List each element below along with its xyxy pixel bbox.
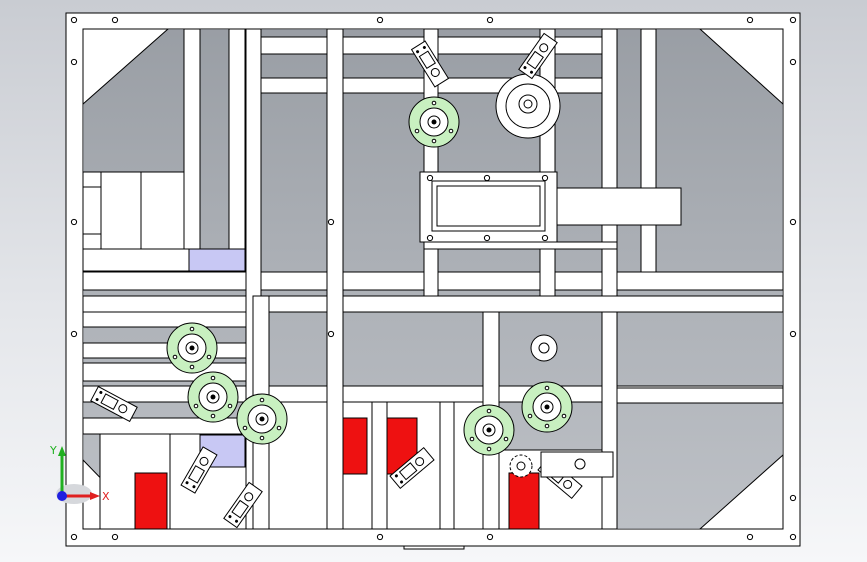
bearing-4[interactable]	[236, 393, 288, 445]
hole-11	[70, 330, 78, 338]
hole-8	[789, 58, 797, 66]
hole-5	[746, 16, 754, 24]
bearing-2[interactable]	[166, 322, 218, 374]
hole-21	[327, 218, 335, 226]
right-bracket[interactable]	[540, 451, 614, 478]
hole-9	[70, 218, 78, 226]
hole-2	[111, 16, 119, 24]
y-axis-arrow	[58, 446, 66, 456]
motor-mount-group	[90, 32, 583, 529]
hole-1	[70, 16, 78, 24]
motor-mount-4[interactable]	[180, 446, 218, 494]
hole-6	[789, 16, 797, 24]
hole-26	[541, 234, 549, 242]
sprocket-gear[interactable]	[509, 454, 533, 478]
left-housing[interactable]	[82, 171, 185, 250]
hole-23	[426, 174, 434, 182]
purple-pad-upper[interactable]	[188, 248, 246, 272]
mounting-holes	[70, 16, 797, 541]
motor-mount-3[interactable]	[90, 385, 138, 423]
bearing-1[interactable]	[408, 96, 460, 148]
hole-10	[789, 218, 797, 226]
gusset-bottom-right[interactable]	[698, 453, 784, 530]
hole-20	[789, 533, 797, 541]
hole-27	[483, 174, 491, 182]
x-axis-arrow	[90, 492, 100, 500]
hole-16	[111, 533, 119, 541]
red-block-1[interactable]	[134, 472, 168, 530]
motor-mount-6[interactable]	[389, 447, 435, 489]
hole-17	[376, 533, 384, 541]
bearing-5[interactable]	[463, 404, 515, 456]
gusset-top-right[interactable]	[698, 28, 784, 106]
red-block-4[interactable]	[508, 472, 540, 530]
hole-7	[70, 58, 78, 66]
motor-mount-2[interactable]	[518, 32, 558, 80]
motor-mount-1[interactable]	[410, 40, 450, 88]
hole-18	[486, 533, 494, 541]
hole-22	[327, 330, 335, 338]
hole-24	[541, 174, 549, 182]
z-axis-dot	[57, 491, 67, 501]
bearing-6[interactable]	[521, 381, 573, 433]
hole-4	[486, 16, 494, 24]
x-axis-label: X	[102, 490, 110, 503]
hole-3	[376, 16, 384, 24]
red-block-2[interactable]	[342, 417, 368, 475]
hole-15	[70, 533, 78, 541]
motor-mount-5[interactable]	[223, 481, 263, 529]
hole-12	[789, 330, 797, 338]
large-pulley[interactable]	[495, 73, 561, 139]
bottom-tab[interactable]	[403, 545, 465, 550]
small-hub[interactable]	[530, 334, 558, 362]
gusset-top-left[interactable]	[82, 28, 170, 106]
slot-housing[interactable]	[419, 171, 682, 250]
bearing-3[interactable]	[187, 371, 239, 423]
hole-19	[746, 533, 754, 541]
hole-28	[483, 234, 491, 242]
hole-25	[426, 234, 434, 242]
bearing-group	[166, 96, 573, 456]
y-axis-label: Y	[49, 444, 57, 457]
hole-14	[789, 494, 797, 502]
axis-triad: Y X	[49, 444, 110, 504]
